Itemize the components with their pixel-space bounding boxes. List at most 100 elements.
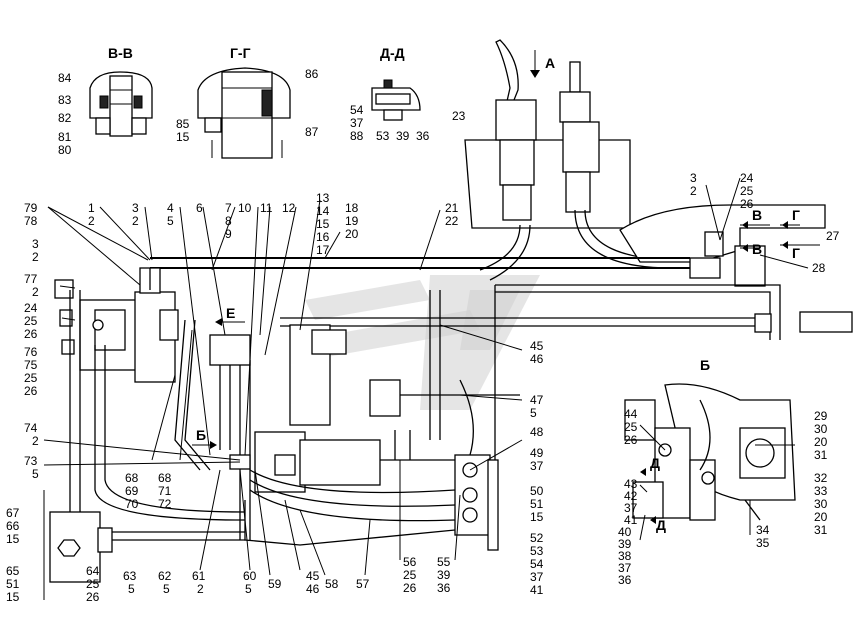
callout-30b: 30 — [814, 497, 828, 511]
callout-69: 69 — [125, 484, 139, 498]
callout-1: 1 — [88, 201, 95, 215]
callout-15a: 15 — [176, 130, 190, 144]
callout-2d: 2 — [32, 250, 39, 264]
callout-64: 64 — [86, 564, 100, 578]
callout-23: 23 — [452, 109, 466, 123]
lower-left-block — [43, 490, 113, 600]
callout-2g: 2 — [197, 582, 204, 596]
callout-20b: 20 — [814, 435, 828, 449]
callout-5f: 5 — [245, 582, 252, 596]
callout-46b: 46 — [306, 582, 320, 596]
callout-5a: 5 — [167, 214, 174, 228]
callout-37d: 37 — [624, 501, 638, 515]
callout-49: 49 — [530, 446, 544, 460]
callout-34: 34 — [756, 523, 770, 537]
callout-2b: 2 — [132, 214, 139, 228]
callout-25b: 25 — [24, 314, 38, 328]
callout-88: 88 — [350, 129, 364, 143]
callout-15c: 15 — [530, 510, 544, 524]
callout-86: 86 — [305, 67, 319, 81]
callout-58: 58 — [325, 577, 339, 591]
callout-46a: 46 — [530, 352, 544, 366]
callout-41a: 41 — [530, 583, 544, 597]
arrow-b-label: Б — [196, 427, 206, 443]
callout-63: 63 — [123, 569, 137, 583]
view-arrows — [192, 50, 788, 524]
callout-72: 72 — [158, 497, 172, 511]
view-b-assembly — [624, 383, 796, 521]
callout-62: 62 — [158, 569, 172, 583]
callout-38: 38 — [618, 549, 632, 563]
cut-d2-label: Д — [656, 517, 666, 533]
callout-9: 9 — [225, 227, 232, 241]
callout-20c: 20 — [814, 510, 828, 524]
callout-45a: 45 — [530, 339, 544, 353]
callout-30a: 30 — [814, 422, 828, 436]
callout-55: 55 — [437, 555, 451, 569]
callout-51a: 51 — [530, 497, 544, 511]
callout-37b: 37 — [530, 459, 544, 473]
cut-v2-label: В — [752, 241, 762, 257]
cut-g1-label: Г — [792, 207, 800, 223]
section-title-gg: Г-Г — [230, 45, 251, 61]
callout-5c: 5 — [32, 467, 39, 481]
callout-13: 13 — [316, 191, 330, 205]
callout-73: 73 — [24, 454, 38, 468]
callout-4: 4 — [167, 201, 174, 215]
section-vv-view — [89, 71, 153, 137]
callout-68a: 68 — [125, 471, 139, 485]
callout-33: 33 — [814, 484, 828, 498]
callout-67: 67 — [6, 506, 20, 520]
callout-41b: 41 — [624, 513, 638, 527]
callout-14: 14 — [316, 204, 330, 218]
callout-37e: 37 — [618, 561, 632, 575]
callout-68b: 68 — [158, 471, 172, 485]
callout-71: 71 — [158, 484, 172, 498]
callout-57: 57 — [356, 577, 370, 591]
callout-26a: 26 — [740, 197, 754, 211]
callout-36c: 36 — [618, 573, 632, 587]
callout-53a: 53 — [376, 129, 390, 143]
center-valve-block — [209, 290, 520, 551]
callout-74: 74 — [24, 421, 38, 435]
callout-24a: 24 — [740, 171, 754, 185]
callout-2f: 2 — [32, 434, 39, 448]
callout-60: 60 — [243, 569, 257, 583]
callout-20a: 20 — [345, 227, 359, 241]
callout-47: 47 — [530, 393, 544, 407]
callout-75: 75 — [24, 358, 38, 372]
callout-53b: 53 — [530, 544, 544, 558]
callout-70: 70 — [125, 497, 139, 511]
callout-28: 28 — [812, 261, 826, 275]
callout-29: 29 — [814, 409, 828, 423]
callout-37c: 37 — [530, 570, 544, 584]
callout-48: 48 — [530, 425, 544, 439]
callout-54b: 54 — [530, 557, 544, 571]
callout-22: 22 — [445, 214, 459, 228]
section-title-vv: В-В — [108, 45, 133, 61]
callout-7: 7 — [225, 201, 232, 215]
callout-52: 52 — [530, 531, 544, 545]
callout-26b: 26 — [24, 327, 38, 341]
callout-84: 84 — [58, 71, 72, 85]
callout-66: 66 — [6, 519, 20, 533]
callout-3a: 3 — [132, 201, 139, 215]
callout-10: 10 — [238, 201, 252, 215]
callout-25d: 25 — [86, 577, 100, 591]
callout-80: 80 — [58, 143, 72, 157]
callout-43: 43 — [624, 477, 638, 491]
callout-5d: 5 — [128, 582, 135, 596]
callout-39c: 39 — [618, 537, 632, 551]
section-gg-view — [197, 67, 291, 159]
callout-24b: 24 — [24, 301, 38, 315]
callout-16: 16 — [316, 230, 330, 244]
cut-v1-label: В — [752, 207, 762, 223]
control-console — [464, 39, 691, 281]
callout-12: 12 — [282, 201, 296, 215]
callout-3c: 3 — [32, 237, 39, 251]
callout-36a: 36 — [416, 129, 430, 143]
callout-26d: 26 — [86, 590, 100, 604]
callout-6: 6 — [196, 201, 203, 215]
view-a-label: А — [545, 55, 555, 71]
